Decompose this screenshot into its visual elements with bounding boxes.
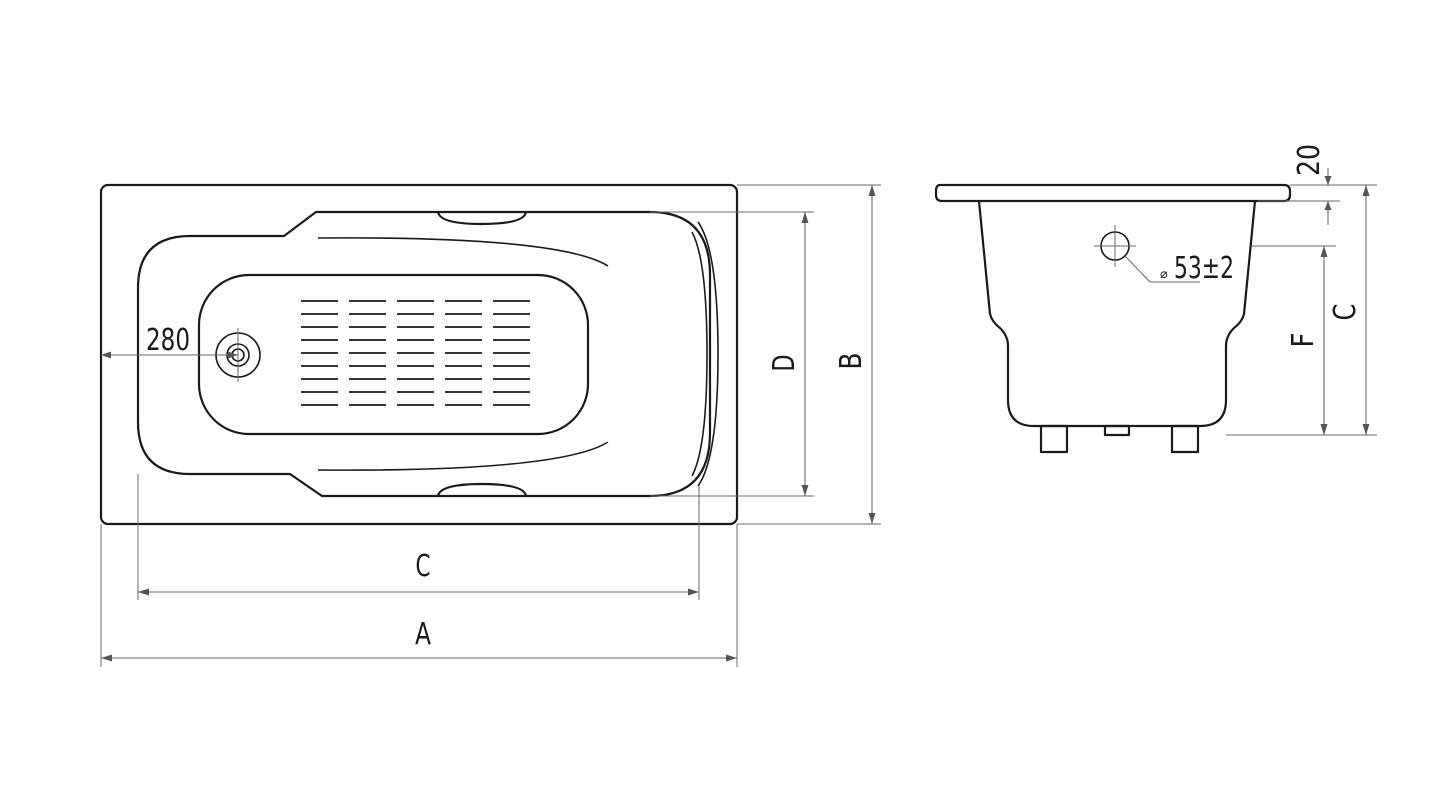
inner-length-dimension: C: [137, 474, 700, 600]
inner-width-dimension: D: [650, 211, 814, 497]
height-dimension: C: [1226, 184, 1377, 436]
overflow-height-label: F: [1286, 333, 1321, 348]
support-foot-right: [1170, 424, 1200, 454]
end-rim-curve-outer: [697, 221, 719, 487]
total-length-dimension: A: [100, 524, 738, 667]
inner-basin-outline: [136, 210, 712, 498]
anti-slip-slats: [301, 300, 530, 406]
drain-diameter-symbol: ⌀: [1160, 267, 1168, 282]
height-label: C: [1328, 304, 1363, 321]
overflow-height-dimension: F: [1252, 245, 1336, 435]
handle-bottom: [436, 482, 528, 498]
overflow-hole-symbol: [1094, 225, 1200, 283]
top-view: 280 C A D: [99, 183, 881, 667]
drain-offset-dimension: 280: [101, 323, 238, 359]
total-width-dimension: B: [737, 184, 881, 525]
side-body-outline: [977, 199, 1257, 428]
drain-outlet-stub: [1103, 424, 1131, 437]
basin-floor-outline: [197, 273, 590, 436]
handle-top: [436, 210, 528, 226]
armrest-line-bottom: [317, 441, 609, 471]
drain-diameter-value: 53±2: [1174, 251, 1234, 286]
drain-offset-value: 280: [146, 323, 190, 358]
end-rim-curve-inner: [691, 231, 708, 477]
rim-thickness-value: 20: [1292, 144, 1327, 176]
total-length-label: A: [415, 617, 431, 652]
inner-length-label: C: [416, 549, 431, 584]
side-view: ⌀ 53±2 20 C F: [934, 144, 1377, 454]
total-width-label: B: [834, 353, 869, 370]
support-foot-left: [1039, 424, 1069, 454]
side-rim-outline: [934, 183, 1292, 203]
armrest-line-top: [317, 237, 609, 267]
inner-width-label: D: [767, 355, 802, 372]
